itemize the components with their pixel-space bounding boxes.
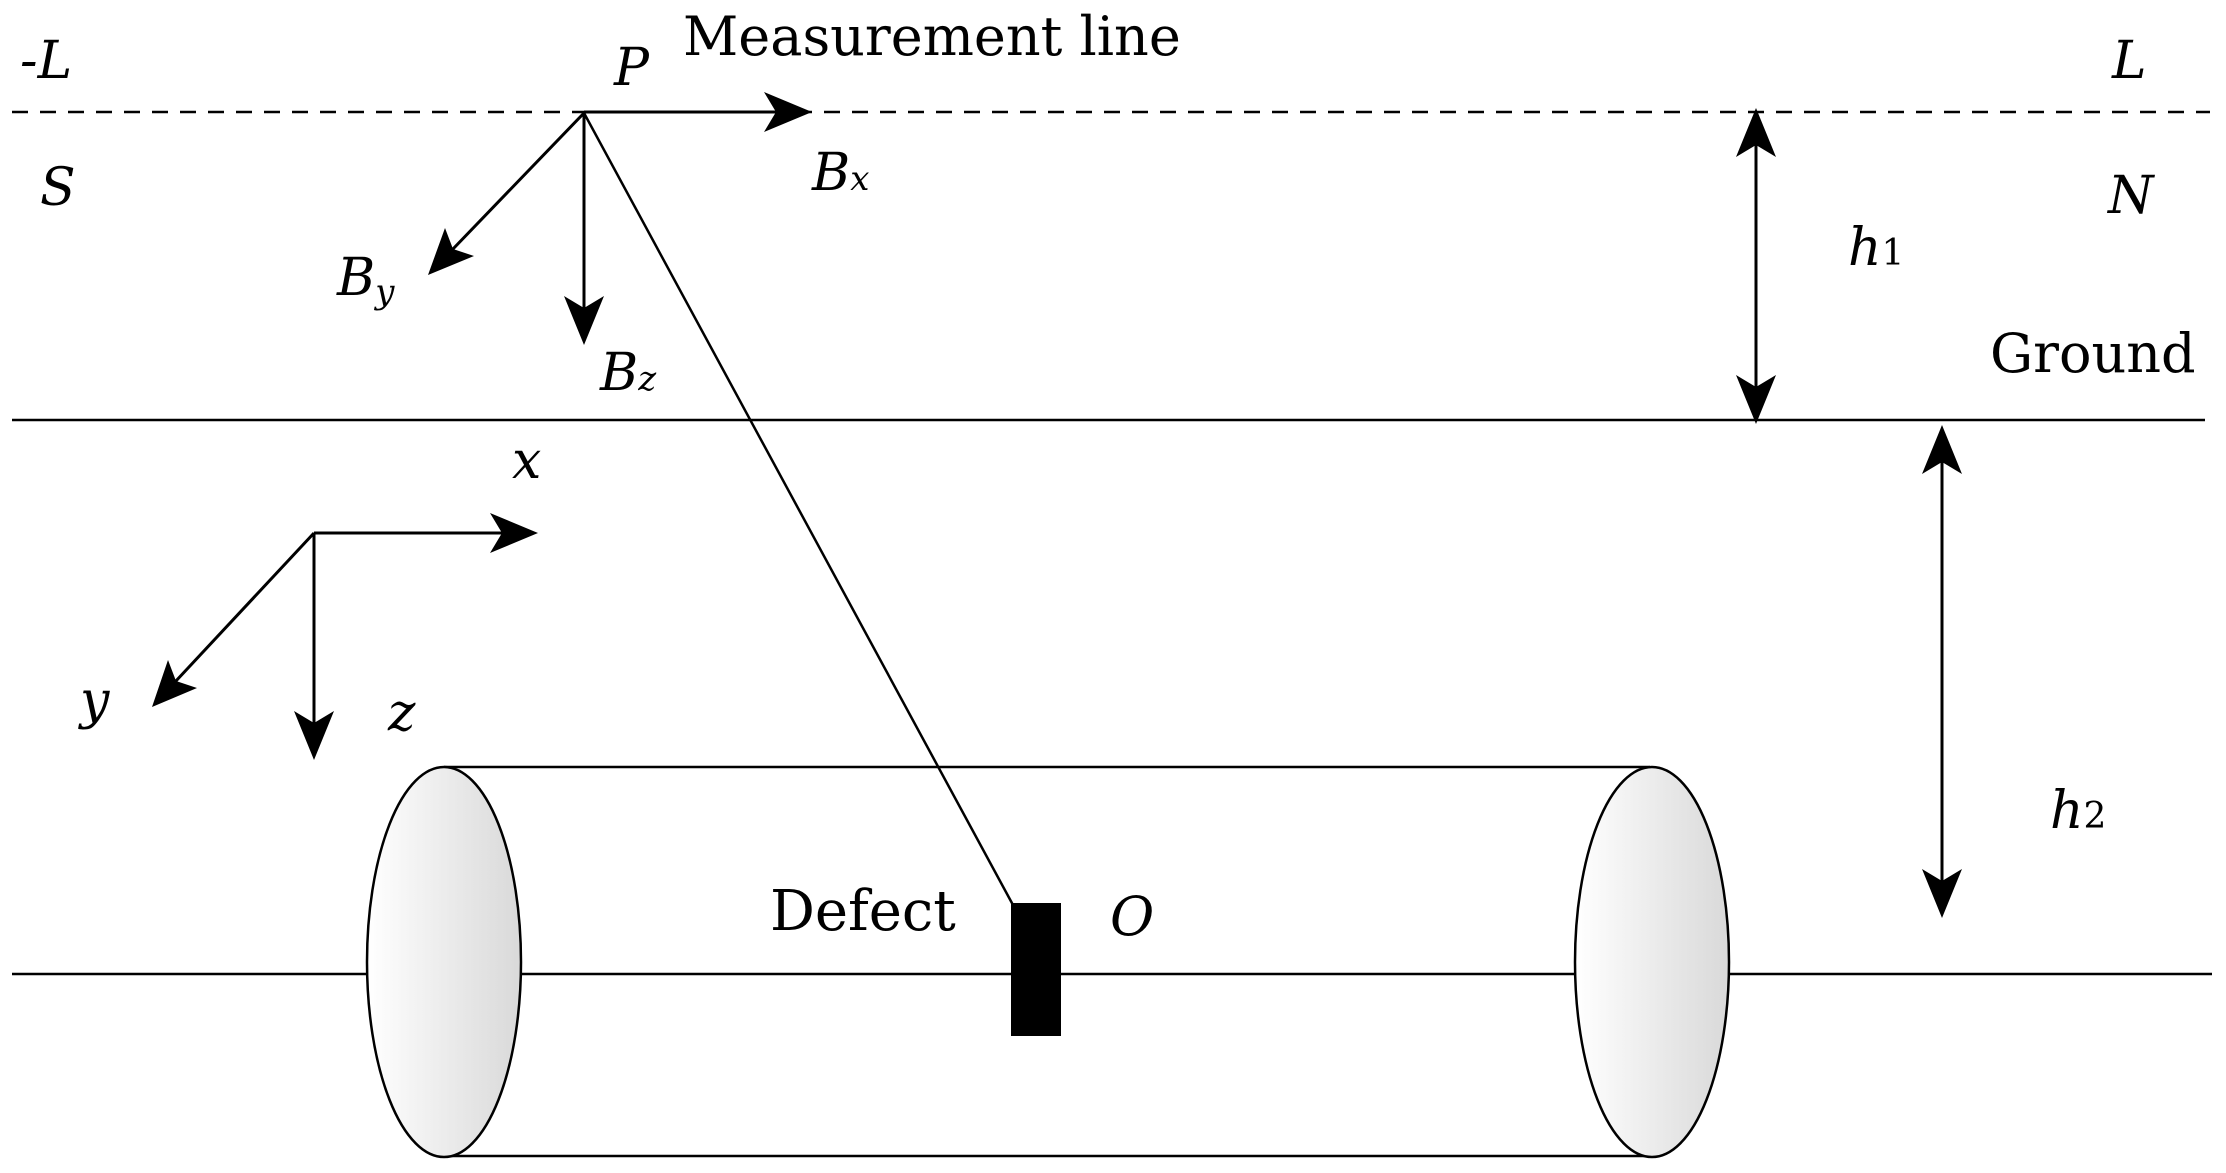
pipe bbox=[365, 765, 1731, 1159]
l-label: L bbox=[2111, 31, 2147, 91]
n-label: N bbox=[2106, 166, 2155, 226]
pipe-right-cap bbox=[1573, 765, 1731, 1159]
pipe-left-cap bbox=[365, 765, 523, 1159]
bx-arrow bbox=[584, 92, 812, 132]
axis-x-label: x bbox=[512, 431, 541, 491]
bx-label: Bx bbox=[811, 143, 869, 203]
h2-dimension-arrow bbox=[1922, 425, 1962, 918]
h1-label: h1 bbox=[1848, 218, 1904, 278]
axis-z-label: z bbox=[387, 683, 416, 743]
defect-block bbox=[1011, 903, 1061, 1036]
axis-x-arrow bbox=[314, 513, 538, 553]
bz-label: Bz bbox=[599, 343, 657, 403]
s-label: S bbox=[40, 158, 76, 218]
p-to-defect-line bbox=[582, 112, 1015, 906]
axis-y-label: y bbox=[78, 671, 110, 731]
measurement-line-label: Measurement line bbox=[683, 5, 1181, 68]
h2-label: h2 bbox=[2050, 781, 2106, 841]
axis-z-arrow bbox=[294, 533, 334, 760]
ground-label: Ground bbox=[1990, 322, 2196, 385]
defect-label: Defect bbox=[770, 879, 956, 944]
bz-arrow bbox=[564, 113, 604, 345]
p-label: P bbox=[613, 38, 650, 98]
axis-y-arrow bbox=[152, 531, 316, 707]
by-label: By bbox=[336, 248, 395, 312]
h1-dimension-arrow bbox=[1736, 108, 1776, 424]
origin-label: O bbox=[1110, 885, 1154, 948]
neg-l-label: -L bbox=[20, 31, 72, 91]
by-arrow bbox=[428, 111, 586, 275]
